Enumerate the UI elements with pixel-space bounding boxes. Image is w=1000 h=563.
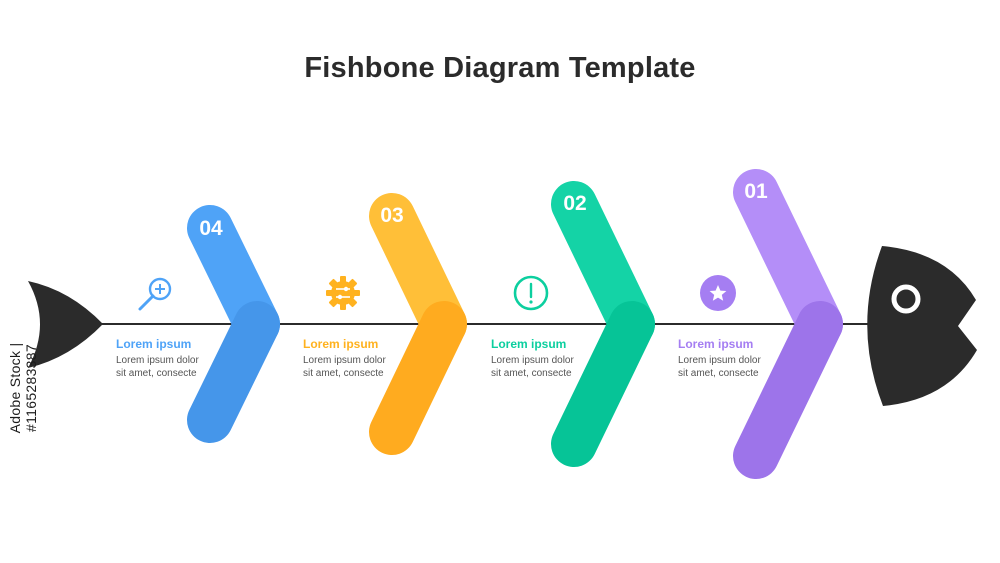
star-circle-icon xyxy=(700,275,736,311)
step-description-line: sit amet, consecte xyxy=(678,368,759,379)
step-text-03: Lorem ipsum Lorem ipsum dolor sit amet, … xyxy=(303,337,433,380)
step-text-04: Lorem ipsum Lorem ipsum dolor sit amet, … xyxy=(116,337,246,380)
page-title: Fishbone Diagram Template xyxy=(304,52,696,84)
step-heading: Lorem ipsum xyxy=(303,337,379,351)
fish-tail xyxy=(28,281,103,368)
step-description-line: Lorem ipsum dolor xyxy=(491,355,574,366)
step-description-line: Lorem ipsum dolor xyxy=(678,355,761,366)
step-text-02: Lorem ipsum Lorem ipsum dolor sit amet, … xyxy=(491,337,621,380)
step-description-line: sit amet, consecte xyxy=(116,368,197,379)
step-number-03: 03 xyxy=(380,204,403,227)
bone-04: 04 xyxy=(187,205,280,443)
step-heading: Lorem ipsum xyxy=(491,337,567,351)
fish-head xyxy=(867,246,977,406)
step-text-01: Lorem ipsum Lorem ipsum dolor sit amet, … xyxy=(678,337,808,380)
stock-id-label: Adobe Stock | #1165283387 xyxy=(7,342,39,434)
step-description-line: sit amet, consecte xyxy=(303,368,384,379)
bone-03: 03 xyxy=(369,193,467,455)
step-description-line: Lorem ipsum dolor xyxy=(116,355,199,366)
step-heading: Lorem ipsum xyxy=(678,337,754,351)
bone-02: 02 xyxy=(551,181,655,467)
step-number-01: 01 xyxy=(744,180,768,203)
search-plus-icon xyxy=(138,277,172,311)
step-description-line: Lorem ipsum dolor xyxy=(303,355,386,366)
bone-01: 01 xyxy=(733,169,843,479)
step-number-02: 02 xyxy=(563,192,586,215)
gear-sliders-icon xyxy=(326,276,360,310)
alert-circle-icon xyxy=(513,275,549,311)
fish-eye xyxy=(891,284,921,314)
step-number-04: 04 xyxy=(199,217,223,240)
step-heading: Lorem ipsum xyxy=(116,337,192,351)
step-description-line: sit amet, consecte xyxy=(491,368,572,379)
